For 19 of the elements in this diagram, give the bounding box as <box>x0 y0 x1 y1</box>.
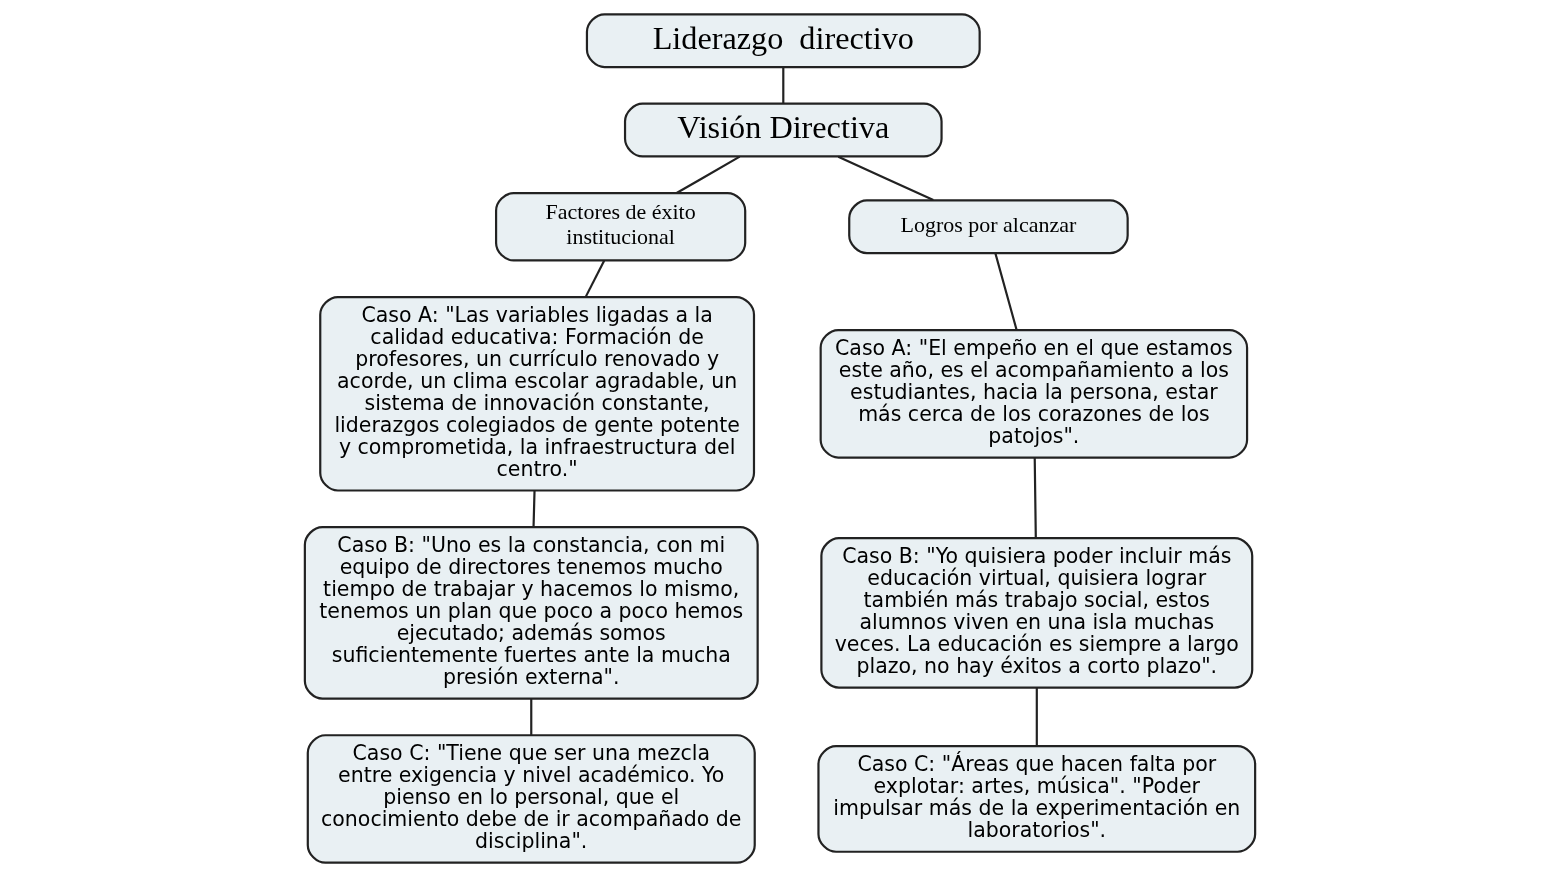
node-box: Factores de éxito institucional <box>495 191 747 262</box>
connector <box>530 698 533 736</box>
node-box: Caso A: "Las variables ligadas a la calidad educativa: Formación de profesores, un currículo renovado y acorde, un clima escolar agradable, un sistema de innovación constante, liderazgos colegiados de gente potente y comprometida, la infraestructura del centro." <box>319 296 756 492</box>
connector <box>837 155 934 202</box>
connector <box>782 67 785 104</box>
node-box: Caso C: "Áreas que hacen falta por explotar: artes, música". "Poder impulsar más de la experimentación en laboratorios". <box>817 745 1257 853</box>
node-box: Logros por alcanzar <box>848 199 1129 255</box>
connector <box>1035 687 1038 746</box>
connector <box>676 155 741 194</box>
node-box: Caso C: "Tiene que ser una mezcla entre exigencia y nivel académico. Yo pienso en lo personal, que el conocimiento debe de ir acompañado de disciplina". <box>306 734 756 864</box>
node-box: Visión Directiva <box>623 102 943 158</box>
node-box: Liderazgo directivo <box>585 13 981 69</box>
node-box: Caso A: "El empeño en el que estamos este año, es el acompañamiento a los estudiantes, hacia la persona, estar más cerca de los corazones de los patojos". <box>819 328 1249 459</box>
connector <box>1033 457 1037 538</box>
connector <box>584 260 606 298</box>
connector <box>994 252 1018 330</box>
node-box: Caso B: "Uno es la constancia, con mi equipo de directores tenemos mucho tiempo de trabajar y hacemos lo mismo, tenemos un plan que poco a poco hemos ejecutado; además somos suficientemente fuertes ante la mucha presión externa". <box>303 526 759 700</box>
connector <box>532 490 536 527</box>
node-box: Caso B: "Yo quisiera poder incluir más educación virtual, quisiera lograr también más trabajo social, estos alumnos viven en una isla muchas veces. La educación es siempre a largo plazo, no hay éxitos a corto plazo". <box>820 537 1254 689</box>
